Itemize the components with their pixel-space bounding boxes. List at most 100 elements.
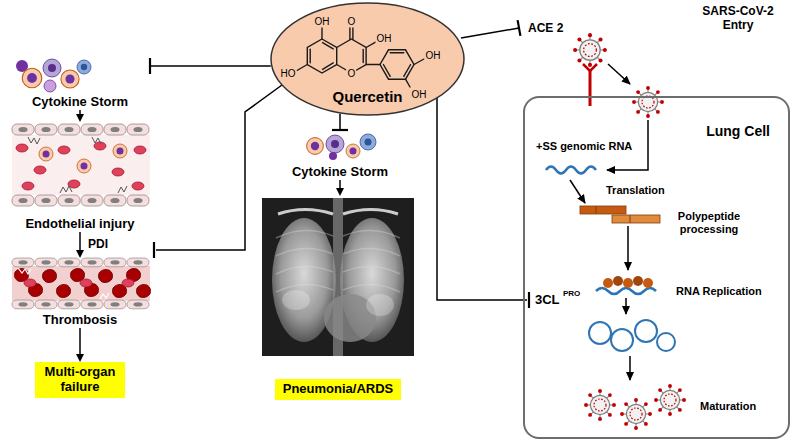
replication-cycle [611,329,633,351]
thrombosed-vessel [127,258,149,267]
immune-cells [44,80,56,92]
edge-label: PDI [87,238,109,252]
connector-line [79,232,81,251]
callout-label: Translation [606,184,665,197]
node-label: Cytokine Storm [32,95,128,110]
inhibition-bar [149,58,151,74]
injured-vessel [58,195,80,206]
vessel-group: Endothelial injury [10,122,150,232]
immune-cells [326,135,344,153]
thrombosed-vessel [136,284,150,297]
thrombosed-vessel [35,300,57,309]
immune-cells [81,64,87,70]
thrombosed-vessel [104,258,126,267]
thrombosed-vessel [122,279,134,287]
bond-lines [352,28,353,40]
injured-vessel [81,124,103,135]
cytokine-group: Cytokine Storm [285,130,395,180]
replication-cycle [635,320,657,342]
bond-lines [349,28,350,40]
thrombosed-vessel [58,258,80,267]
replication-cycle [633,276,643,286]
arrowhead [336,188,344,196]
bond-lines [307,39,336,73]
immune-cells [331,140,339,148]
atom-label: OH [376,33,393,44]
injured-vessel [127,195,149,206]
replication-cycle [629,356,631,380]
injured-vessel [16,144,28,152]
thrombosed-vessel [12,258,34,267]
replication-cycle [580,206,626,214]
bond-lines [404,65,411,77]
injured-vessel [35,124,57,135]
arrowhead [76,250,84,258]
replication-cycle [620,398,652,430]
bond-lines [323,43,334,49]
arrow-connector [76,110,84,122]
thrombosed-vessel [81,300,103,309]
bond-lines [406,79,411,87]
node-label: Endothelial injury [25,217,134,232]
bond-lines [380,50,414,79]
atom-label: OH [411,89,428,100]
callout-label: PRO [563,289,580,298]
replication-cycle [596,288,656,294]
oval-outline [271,3,464,115]
injured-vessel [12,195,34,206]
injured-vessel [81,195,103,206]
injured-vessel [12,124,34,135]
callout-label: RNA Replication [676,285,762,298]
inhibition-line [156,85,282,250]
virus-entry [573,33,607,67]
inhibition-line [437,98,527,300]
replication-cycle [589,322,611,344]
callout-label: Polypeptide processing [668,210,750,235]
injured-vessel [58,146,70,154]
atom-label: O [347,68,357,79]
bond-lines [321,28,322,39]
thrombosed-vessel [12,300,34,309]
injured-vessel [58,124,80,135]
thrombosed-vessel [80,279,92,287]
immune-cells [307,138,324,155]
thrombosed-vessel [58,300,80,309]
replication-cycle [623,278,633,288]
immune-cells [307,134,376,160]
thrombosed-vessel [42,269,56,282]
callout-label: 3CL [535,293,560,308]
injured-vessel [104,124,126,135]
arrowhead [76,114,84,122]
replication-cycle [625,298,627,314]
compound-name: Quercetin [270,88,465,105]
connector-line [79,328,81,355]
bond-lines [310,49,311,63]
bond-lines [363,50,364,63]
inhibition-connector [332,114,348,130]
thrombosed-vessel [104,300,126,309]
virus-entry [608,64,630,84]
node-label: Pneumonia/ARDS [275,379,402,400]
chest-xray [278,210,398,215]
cytokine-group: Cytokine Storm [10,58,150,110]
atom-label: OH [425,50,442,61]
chest-xray [276,230,400,292]
immune-cells [16,59,91,92]
callout-label: Maturation [700,400,756,413]
connector-line [339,180,341,189]
thrombosed-vessel [12,258,151,309]
connector-line [150,65,271,67]
injured-vessel [12,135,150,195]
node-label: Cytokine Storm [292,165,388,180]
virus-entry [632,86,664,118]
node-label: Multi-organ failure [39,365,121,395]
replication-cycle [654,384,686,416]
replication-cycle [613,276,623,286]
thrombosed-vessel [81,258,103,267]
bond-lines [383,65,390,77]
injured-vessel [104,195,126,206]
atom-label: OH [314,16,331,27]
replication-cycle [589,320,675,351]
injured-vessel [39,147,53,161]
